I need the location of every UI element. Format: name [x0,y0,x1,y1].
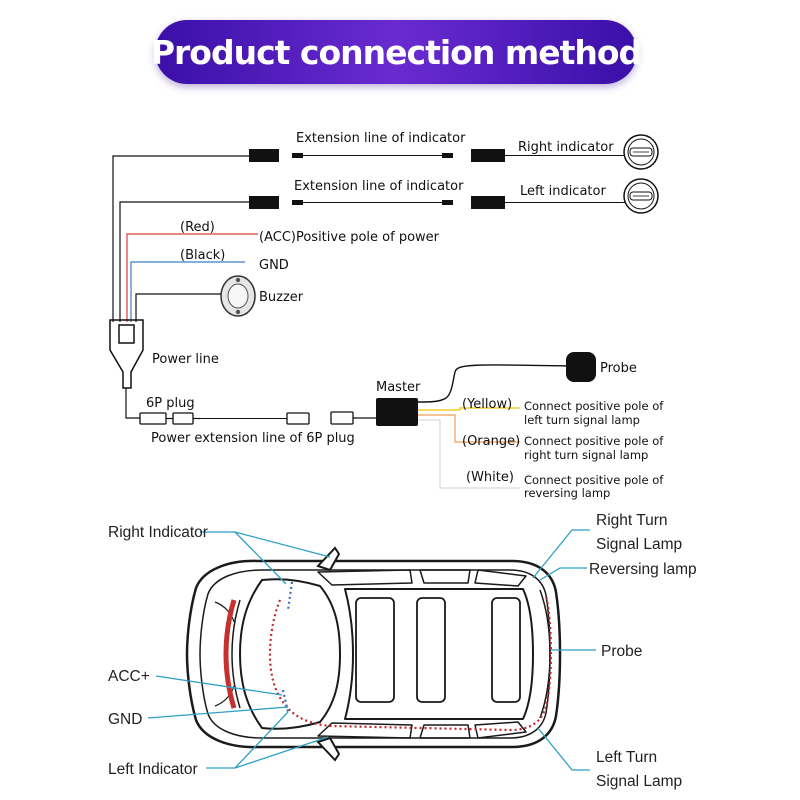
power-extension-line [139,411,376,425]
car-left-indicator-label: Left Indicator [108,761,198,778]
white-desc-1: Connect positive pole of [524,473,664,487]
leader-lines [147,529,596,771]
yellow-desc-1: Connect positive pole of [524,399,664,413]
probe-label: Probe [600,361,637,376]
car-left-turn-label-1: Left Turn [596,749,657,766]
white-wire-label: (White) [466,470,514,485]
yellow-desc-2: left turn signal lamp [524,413,640,427]
left-indicator-label: Left indicator [520,184,606,199]
colored-wires [126,233,258,322]
car-probe-label: Probe [601,643,642,660]
extension-line-bottom [249,196,625,209]
car-acc-label: ACC+ [108,668,150,685]
probe-dotted-path [268,595,553,732]
car-grille [223,599,241,709]
car-right-turn-label-1: Right Turn [596,512,668,529]
car-right-turn-label-2: Signal Lamp [596,536,682,553]
gnd-label: GND [259,258,289,273]
car-reversing-lamp-label: Reversing lamp [589,561,697,578]
car-right-indicator-label: Right Indicator [108,524,208,541]
orange-desc-1: Connect positive pole of [524,434,664,448]
master-box [376,364,573,426]
right-indicator-label: Right indicator [518,140,614,155]
output-wires [418,407,520,489]
page-title: Product connection method [150,32,642,72]
power-line-connector [109,319,144,419]
car-top-view [185,559,562,749]
yellow-wire-label: (Yellow) [462,397,512,412]
buzzer-label: Buzzer [259,290,304,305]
power-line-label: Power line [152,352,219,367]
car-gnd-label: GND [108,711,142,728]
orange-desc-2: right turn signal lamp [524,448,648,462]
white-desc-2: reversing lamp [524,486,610,500]
acc-positive-label: (ACC)Positive pole of power [259,230,440,245]
trunk-wires [112,155,250,322]
extension-line-top [249,149,625,162]
left-indicator-icon [623,178,659,214]
power-extension-label: Power extension line of 6P plug [151,431,355,446]
red-wire-label: (Red) [180,220,215,235]
buzzer-icon [220,275,256,317]
title-banner: Product connection method [151,20,642,84]
extension-label-top: Extension line of indicator [296,131,466,146]
black-wire-label: (Black) [180,248,225,263]
right-indicator-icon [623,134,659,170]
car-wire-dots [281,581,294,713]
orange-wire-label: (Orange) [462,434,520,449]
car-left-turn-label-2: Signal Lamp [596,773,682,790]
6p-plug-label: 6P plug [146,396,195,411]
master-label: Master [376,380,421,395]
car-mirrors [316,546,341,762]
extension-label-bottom: Extension line of indicator [294,179,464,194]
probe-icon [566,352,596,382]
